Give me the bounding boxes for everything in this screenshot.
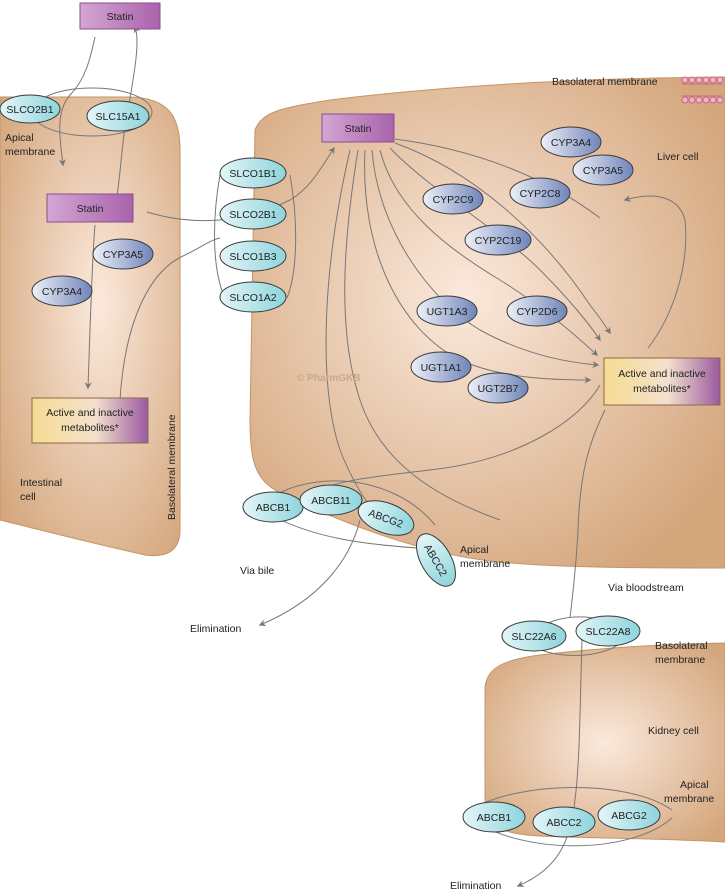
kidney-cell-label: Kidney cell xyxy=(648,725,699,737)
enzyme-cyp2c9: CYP2C9 xyxy=(422,183,484,215)
transporter-abcc2-liver: ABCC2 xyxy=(416,533,456,587)
liver-cell xyxy=(249,76,725,569)
transporter-abcb11: ABCB11 xyxy=(299,484,363,516)
liver-apical-label-2: membrane xyxy=(460,558,510,570)
transporter-abcc2-kidney: ABCC2 xyxy=(532,806,596,838)
intestine-cell-label-1: Intestinal xyxy=(20,477,62,489)
svg-text:ABCB1: ABCB1 xyxy=(256,502,291,514)
transporter-abcg2-kidney: ABCG2 xyxy=(597,799,661,831)
transporter-slc22a8: SLC22A8 xyxy=(575,615,641,647)
intestine-cell-label-2: cell xyxy=(20,491,36,503)
svg-text:UGT2B7: UGT2B7 xyxy=(478,383,519,395)
intestine-basolateral-label: Basolateral membrane xyxy=(166,414,178,520)
statin-box-intestine: Statin xyxy=(46,193,134,223)
metabolites-box-liver: Active and inactive metabolites* xyxy=(603,357,721,406)
metabolites-intestine-line1: Active and inactive xyxy=(46,407,134,419)
enzyme-cyp2d6: CYP2D6 xyxy=(506,295,568,327)
metabolites-liver-line1: Active and inactive xyxy=(618,368,706,380)
svg-text:ABCC2: ABCC2 xyxy=(546,817,581,829)
enzyme-cyp2c8: CYP2C8 xyxy=(509,177,571,209)
metabolites-box-intestine: Active and inactive metabolites* xyxy=(31,397,149,444)
transporter-slc22a6: SLC22A6 xyxy=(501,620,567,652)
liver-cell-label: Liver cell xyxy=(657,151,698,163)
svg-text:ABCB1: ABCB1 xyxy=(477,812,512,824)
svg-text:CYP2C9: CYP2C9 xyxy=(433,194,474,206)
transporter-abcg2-liver: ABCG2 xyxy=(357,500,415,536)
liver-apical-label-1: Apical xyxy=(460,544,489,556)
transporter-slco2b1-intestine: SLCO2B1 xyxy=(0,94,61,124)
svg-text:SLCO1B3: SLCO1B3 xyxy=(229,251,276,263)
svg-text:ABCB11: ABCB11 xyxy=(311,495,351,507)
enzyme-cyp3a5-liver: CYP3A5 xyxy=(572,154,634,186)
svg-text:CYP3A4: CYP3A4 xyxy=(551,137,591,149)
kidney-basolateral-label-1: Basolateral xyxy=(655,640,708,652)
statin-box-lumen: Statin xyxy=(79,2,161,30)
enzyme-ugt2b7: UGT2B7 xyxy=(467,372,529,404)
svg-text:SLCO1A2: SLCO1A2 xyxy=(229,292,276,304)
kidney-apical-label-1: Apical xyxy=(680,779,709,791)
svg-text:SLCO2B1: SLCO2B1 xyxy=(229,209,276,221)
enzyme-cyp3a4-intestine: CYP3A4 xyxy=(31,275,93,307)
statin-intestine-label: Statin xyxy=(77,203,104,215)
metabolites-intestine-line2: metabolites* xyxy=(61,422,119,434)
svg-text:SLCO2B1: SLCO2B1 xyxy=(6,104,53,116)
svg-text:UGT1A3: UGT1A3 xyxy=(427,306,468,318)
enzyme-cyp2c19: CYP2C19 xyxy=(464,224,532,256)
svg-text:SLCO1B1: SLCO1B1 xyxy=(229,168,276,180)
metabolites-liver-line2: metabolites* xyxy=(633,383,691,395)
kidney-basolateral-label-2: membrane xyxy=(655,654,705,666)
transporter-slc15a1: SLC15A1 xyxy=(86,100,150,132)
transporter-slco2b1-liver: SLCO2B1 xyxy=(219,198,287,230)
transporter-abcb1-kidney: ABCB1 xyxy=(462,801,526,833)
svg-text:SLC22A8: SLC22A8 xyxy=(586,626,631,638)
intestine-apical-label-1: Apical xyxy=(5,132,34,144)
svg-text:CYP2C8: CYP2C8 xyxy=(520,188,561,200)
enzyme-ugt1a1: UGT1A1 xyxy=(410,351,472,383)
transporter-abcb1-liver: ABCB1 xyxy=(242,491,304,523)
transporter-slco1a2: SLCO1A2 xyxy=(219,281,287,313)
enzyme-cyp3a4-liver: CYP3A4 xyxy=(540,126,602,158)
svg-text:CYP3A5: CYP3A5 xyxy=(583,165,623,177)
kidney-cell xyxy=(484,642,725,843)
transporter-slco1b1: SLCO1B1 xyxy=(219,157,287,189)
via-bile-label: Via bile xyxy=(240,565,274,577)
elimination-kidney-label: Elimination xyxy=(450,880,502,892)
elimination-bile-label: Elimination xyxy=(190,623,242,635)
statin-liver-label: Statin xyxy=(345,123,372,135)
intestine-apical-label-2: membrane xyxy=(5,146,55,158)
svg-text:SLC22A6: SLC22A6 xyxy=(512,631,557,643)
statin-lumen-label: Statin xyxy=(107,11,134,23)
liver-basolateral-label: Basolateral membrane xyxy=(552,76,658,88)
via-bloodstream-label: Via bloodstream xyxy=(608,582,684,594)
svg-text:CYP3A5: CYP3A5 xyxy=(103,249,143,261)
statin-box-liver: Statin xyxy=(321,113,395,143)
svg-text:CYP2C19: CYP2C19 xyxy=(475,235,522,247)
enzyme-ugt1a3: UGT1A3 xyxy=(416,295,478,327)
membrane-bilayer-icon xyxy=(681,76,724,104)
svg-text:ABCG2: ABCG2 xyxy=(611,810,647,822)
svg-text:CYP3A4: CYP3A4 xyxy=(42,286,82,298)
kidney-apical-label-2: membrane xyxy=(664,793,714,805)
svg-text:UGT1A1: UGT1A1 xyxy=(421,362,462,374)
svg-text:SLC15A1: SLC15A1 xyxy=(96,111,141,123)
svg-text:CYP2D6: CYP2D6 xyxy=(517,306,558,318)
pharmgkb-watermark: © PharmGKB xyxy=(297,373,361,384)
transporter-slco1b3: SLCO1B3 xyxy=(219,240,287,272)
enzyme-cyp3a5-intestine: CYP3A5 xyxy=(92,238,154,270)
